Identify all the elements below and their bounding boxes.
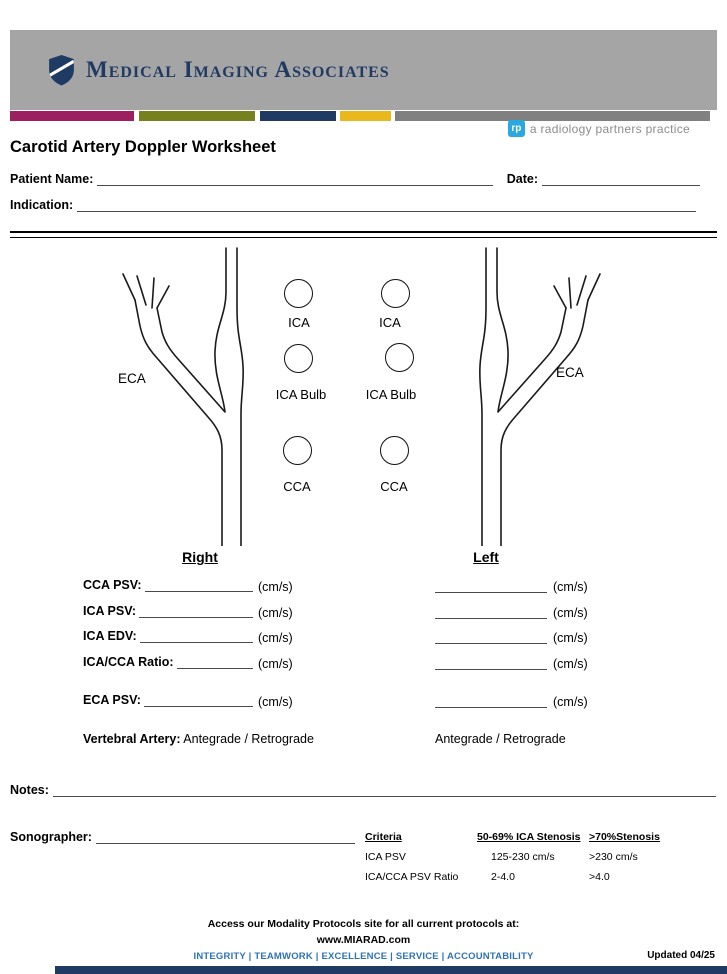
- ica-bulb-circle-label-left: ICA Bulb: [365, 387, 417, 402]
- eca-label-left-side: ECA: [556, 365, 584, 380]
- ica-edv-line-right: [139, 630, 253, 643]
- ica-edv-line-left: [435, 629, 547, 644]
- ica-psv-line-right: [139, 605, 253, 618]
- criteria-ratio-50-69: 2-4.0: [491, 871, 515, 883]
- ica-edv-unit-right: (cm/s): [258, 631, 293, 645]
- values-banner: INTEGRITY | TEAMWORK | EXCELLENCE | SERV…: [193, 951, 534, 962]
- ica-cca-ratio-label: ICA/CCA Ratio:: [83, 655, 174, 669]
- ica-bulb-circle-left: [385, 343, 414, 372]
- eca-label-right-side: ECA: [118, 371, 146, 386]
- ica-circle-left: [381, 279, 410, 308]
- criteria-ratio-70plus: >4.0: [589, 871, 610, 883]
- header-band: Medical Imaging Associates: [10, 30, 717, 110]
- stripe-segment-gold: [340, 111, 391, 121]
- ica-edv-row: ICA EDV: (cm/s) (cm/s): [83, 629, 717, 649]
- website-text: www.MIARAD.com: [316, 934, 411, 946]
- criteria-header-70plus: >70%Stenosis: [589, 831, 660, 843]
- ica-edv-label: ICA EDV:: [83, 629, 137, 643]
- date-label: Date:: [506, 172, 538, 186]
- ica-cca-ratio-unit-left: (cm/s): [553, 657, 588, 671]
- notes-line: [52, 783, 716, 797]
- criteria-ica-psv-50-69: 125-230 cm/s: [491, 851, 555, 863]
- sonographer-line: [95, 830, 355, 844]
- ica-cca-ratio-line-right: [176, 656, 253, 669]
- vertebral-artery-label: Vertebral Artery:: [83, 732, 181, 746]
- left-carotid-artery-diagram: [478, 247, 601, 546]
- section-divider: [10, 231, 717, 238]
- eca-psv-label: ECA PSV:: [83, 693, 141, 707]
- notes-label: Notes:: [10, 783, 49, 797]
- stripe-segment-gray: [395, 111, 710, 121]
- indication-line: [77, 198, 696, 212]
- ica-psv-row: ICA PSV: (cm/s) (cm/s): [83, 604, 717, 624]
- patient-date-row: Patient Name: Date:: [10, 172, 700, 186]
- ica-bulb-circle-label-right: ICA Bulb: [275, 387, 327, 402]
- practice-tagline-row: rp a radiology partners practice: [507, 120, 690, 137]
- updated-text: Updated 04/25: [647, 950, 715, 961]
- criteria-row-ica-psv: ICA PSV: [365, 851, 406, 863]
- ica-edv-unit-left: (cm/s): [553, 631, 588, 645]
- cca-circle-label-left: CCA: [380, 479, 408, 494]
- eca-psv-unit-right: (cm/s): [258, 695, 293, 709]
- cca-psv-row: CCA PSV: (cm/s) (cm/s): [83, 578, 717, 598]
- bottom-bar: [55, 966, 727, 974]
- column-header-right: Right: [182, 549, 218, 565]
- ica-psv-line-left: [435, 604, 547, 619]
- criteria-ica-psv-70plus: >230 cm/s: [589, 851, 638, 863]
- cca-psv-line-right: [144, 579, 253, 592]
- practice-tagline: a radiology partners practice: [529, 121, 690, 136]
- vertebral-value-right-side: Antegrade / Retrograde: [183, 732, 314, 746]
- criteria-header: Criteria: [365, 831, 402, 843]
- ica-psv-label: ICA PSV:: [83, 604, 137, 618]
- stripe-segment-magenta: [10, 111, 134, 121]
- eca-psv-line-right: [143, 694, 253, 707]
- cca-psv-label: CCA PSV:: [83, 578, 142, 592]
- vertebral-artery-row: Vertebral Artery: Antegrade / Retrograde…: [83, 732, 717, 746]
- brand-logo: Medical Imaging Associates: [48, 54, 390, 86]
- brand-name: Medical Imaging Associates: [86, 57, 390, 82]
- right-carotid-artery-diagram: [122, 247, 245, 546]
- notes-row: Notes:: [10, 783, 716, 797]
- ica-cca-ratio-unit-right: (cm/s): [258, 657, 293, 671]
- cca-circle-label-right: CCA: [283, 479, 311, 494]
- eca-psv-unit-left: (cm/s): [553, 695, 588, 709]
- protocols-access-text: Access our Modality Protocols site for a…: [207, 918, 520, 930]
- ica-circle-label-right: ICA: [288, 315, 310, 330]
- ica-psv-unit-left: (cm/s): [553, 606, 588, 620]
- column-header-left: Left: [473, 549, 499, 565]
- stenosis-criteria-table: Criteria 50-69% ICA Stenosis >70%Stenosi…: [365, 831, 667, 884]
- sonographer-label: Sonographer:: [10, 830, 92, 844]
- ica-cca-ratio-row: ICA/CCA Ratio: (cm/s) (cm/s): [83, 655, 717, 675]
- stripe-segment-olive: [139, 111, 255, 121]
- criteria-row-ratio: ICA/CCA PSV Ratio: [365, 871, 459, 883]
- cca-psv-unit-right: (cm/s): [258, 580, 293, 594]
- cca-circle-left: [380, 436, 409, 465]
- eca-psv-row: ECA PSV: (cm/s) (cm/s): [83, 693, 717, 713]
- ica-cca-ratio-line-left: [435, 655, 547, 670]
- radiology-partners-icon: rp: [507, 120, 525, 137]
- ica-circle-label-left: ICA: [379, 315, 401, 330]
- patient-name-line: [97, 172, 493, 186]
- patient-name-label: Patient Name:: [10, 172, 94, 186]
- eca-psv-line-left: [435, 693, 547, 708]
- vertebral-value-left-side: Antegrade / Retrograde: [435, 732, 566, 746]
- criteria-header-50-69: 50-69% ICA Stenosis: [477, 831, 581, 843]
- cca-psv-line-left: [435, 578, 547, 593]
- cca-psv-unit-left: (cm/s): [553, 580, 588, 594]
- indication-label: Indication:: [10, 198, 74, 212]
- stripe-segment-navy: [260, 111, 336, 121]
- indication-row: Indication:: [10, 198, 696, 212]
- ica-circle-right: [284, 279, 313, 308]
- page-title: Carotid Artery Doppler Worksheet: [10, 138, 276, 156]
- cca-circle-right: [283, 436, 312, 465]
- date-line: [542, 172, 700, 186]
- shield-icon: [49, 55, 74, 86]
- ica-psv-unit-right: (cm/s): [258, 606, 293, 620]
- ica-bulb-circle-right: [284, 344, 313, 373]
- sonographer-row: Sonographer:: [10, 830, 355, 844]
